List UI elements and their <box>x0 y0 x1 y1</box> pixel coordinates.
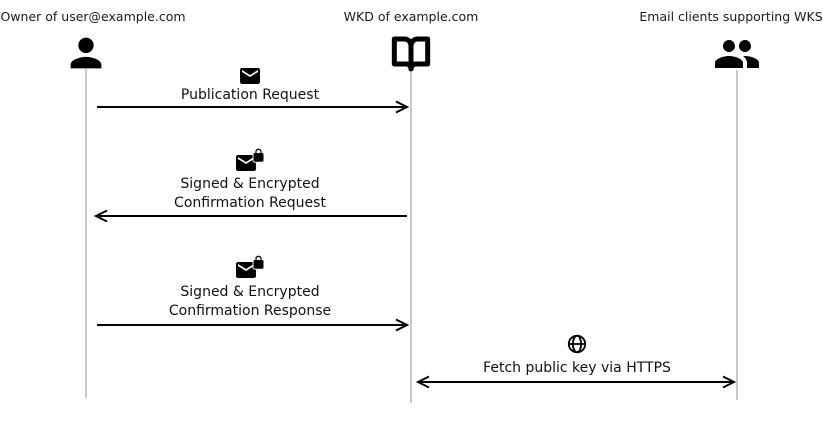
message-line: Confirmation Request <box>174 195 326 211</box>
message-line: Signed & Encrypted <box>180 176 320 192</box>
message-line: Confirmation Response <box>168 303 332 319</box>
message-label-confirmation-response: Signed & Encrypted Confirmation Response <box>100 283 400 321</box>
globe-icon <box>566 333 588 355</box>
lifeline-clients <box>736 70 738 400</box>
people-icon <box>713 30 761 78</box>
message-line: Signed & Encrypted <box>180 284 320 300</box>
person-icon <box>63 30 109 76</box>
actor-label-wkd: WKD of example.com <box>343 9 479 24</box>
lifeline-owner <box>85 69 87 398</box>
message-line: Fetch public key via HTTPS <box>483 360 671 376</box>
envelope-lock-icon <box>234 255 266 283</box>
arrow-right-publication-request <box>97 100 410 114</box>
arrow-left-confirmation-request <box>93 209 407 223</box>
lifeline-wkd <box>410 72 412 403</box>
actor-label-clients: Email clients supporting WKS <box>639 9 823 24</box>
message-label-fetch-public-key: Fetch public key via HTTPS <box>427 359 727 378</box>
envelope-icon <box>238 64 262 88</box>
message-line: Publication Request <box>180 87 320 103</box>
actor-label-owner: Owner of user@example.com <box>0 9 186 24</box>
envelope-lock-icon <box>234 148 266 176</box>
arrow-right-confirmation-response <box>97 318 410 332</box>
arrow-both-fetch-public-key <box>415 375 737 389</box>
message-label-publication-request: Publication Request <box>100 86 400 105</box>
open-book-icon <box>391 34 431 74</box>
message-label-confirmation-request: Signed & Encrypted Confirmation Request <box>100 175 400 213</box>
